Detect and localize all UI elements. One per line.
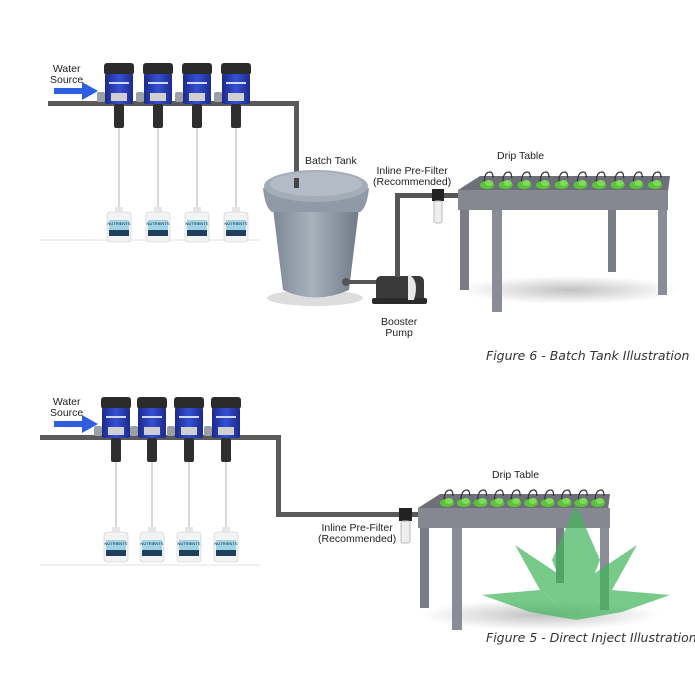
plant [536,171,550,189]
plant [591,489,605,507]
dosing-injector [97,63,134,212]
nutrient-jug: NUTRIENTS [145,207,171,243]
dosing-injector [204,397,241,532]
label-line: Source [50,407,84,419]
nutrient-jug: NUTRIENTS [213,527,239,563]
label-line: Pump [385,327,413,339]
drip-table-label: Drip Table [497,150,545,162]
prefilter-label: Inline Pre-Filter (Recommended) [373,166,451,188]
feed-pipe [276,512,406,517]
plant [629,171,644,189]
main-water-pipe [48,101,298,106]
plant [648,171,662,189]
dosing-injector [214,63,251,212]
nutrient-jug: NUTRIENTS [184,207,210,243]
tank-inlet-pipe [294,101,299,181]
plant [498,171,513,189]
label-line: Water [52,63,81,75]
plant [473,489,488,507]
booster-pump-label: Booster Pump [381,317,417,339]
water-source-arrow-icon [54,415,98,433]
nutrient-jug: NUTRIENTS [176,527,202,563]
plant [574,489,589,507]
plant [554,171,569,189]
jug-label: NUTRIENTS [141,541,164,546]
plant-row [480,171,662,189]
drip-table-label: Drip Table [492,469,540,481]
batch-tank-figure: NUTRIENTS NUTRIENTS NUTRIENTS NUTRIENTS [40,63,680,312]
plant [490,489,505,507]
dosing-injector [167,397,204,532]
plant [573,171,588,189]
plant [517,171,532,189]
nutrient-jug: NUTRIENTS [103,527,129,563]
plant [480,171,494,189]
plant [456,489,471,507]
booster-pump [372,193,445,304]
plant [507,489,522,507]
dosing-injector [136,63,173,212]
jug-label: NUTRIENTS [108,221,131,226]
nutrient-jug: NUTRIENTS [223,207,249,243]
inline-prefilter [399,508,412,544]
prefilter-label: Inline Pre-Filter (Recommended) [318,523,396,545]
injector-group: NUTRIENTS NUTRIENTS NUTRIENTS NUTRIENTS [94,397,241,563]
label-line: (Recommended) [318,533,397,545]
plant [523,489,538,507]
jug-label: NUTRIENTS [105,541,128,546]
plant [557,489,572,507]
cannabis-leaf-watermark-icon [482,505,670,620]
drip-table [458,171,680,312]
label-line: Inline Pre-Filter [321,522,393,534]
plant-row [440,489,605,507]
figure-caption: Figure 5 - Direct Inject Illustration [486,630,695,645]
water-source-label: Water Source [50,397,83,419]
plant [440,489,454,507]
plant [540,489,555,507]
plant [610,171,625,189]
label-line: Booster [381,316,418,328]
water-source-arrow-icon [54,82,98,100]
label-line: (Recommended) [373,176,452,188]
jug-label: NUTRIENTS [225,221,248,226]
inline-prefilter [432,189,460,224]
jug-label: NUTRIENTS [178,541,201,546]
drop-pipe [276,435,281,515]
label-line: Inline Pre-Filter [376,165,448,177]
jug-label: NUTRIENTS [147,221,170,226]
direct-inject-figure: NUTRIENTS NUTRIENTS NUTRIENTS NUTRIENTS [40,397,670,630]
dosing-injector [175,63,212,212]
figure-caption: Figure 6 - Batch Tank Illustration [486,348,690,363]
batch-tank-label: Batch Tank [305,155,357,167]
batch-tank [263,170,380,306]
nutrient-jug: NUTRIENTS [139,527,165,563]
jug-label: NUTRIENTS [186,221,209,226]
injector-group: NUTRIENTS NUTRIENTS NUTRIENTS NUTRIENTS [97,63,251,243]
nutrient-jug: NUTRIENTS [106,207,132,243]
dosing-injector [94,397,131,532]
plant [592,171,606,189]
jug-label: NUTRIENTS [215,541,238,546]
water-source-label: Water Source [50,64,83,86]
label-line: Source [50,74,84,86]
dosing-injector [130,397,167,532]
label-line: Water [52,396,81,408]
